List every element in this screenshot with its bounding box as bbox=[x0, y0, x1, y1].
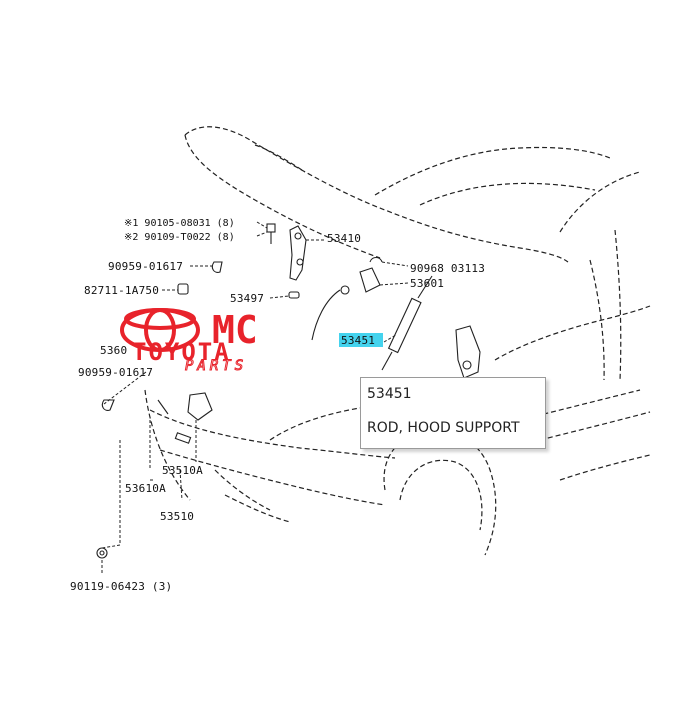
label-hood-support-rod[interactable]: 53451 bbox=[341, 334, 375, 347]
label-bolt-1[interactable]: ※1 90105-08031 (8) bbox=[124, 218, 235, 229]
toyota-watermark: MC TOYOTA PARTS bbox=[120, 308, 258, 375]
label-5360[interactable]: 5360 bbox=[100, 344, 127, 357]
highlight-53451 bbox=[339, 333, 383, 347]
label-53510[interactable]: 53510 bbox=[160, 510, 194, 523]
watermark-mc: MC bbox=[212, 308, 258, 352]
car-body-outline bbox=[144, 126, 651, 556]
label-clip-upper[interactable]: 90959-01617 bbox=[108, 260, 183, 273]
watermark-toyota: TOYOTA bbox=[132, 338, 231, 366]
label-53497[interactable]: 53497 bbox=[230, 292, 264, 305]
part-tooltip: 53451 ROD, HOOD SUPPORT bbox=[360, 377, 546, 449]
label-53601[interactable]: 53601 bbox=[410, 277, 444, 290]
label-53610a[interactable]: 53610A bbox=[125, 482, 166, 495]
label-cushion[interactable]: 82711-1A750 bbox=[84, 284, 159, 297]
label-hinge[interactable]: 53410 bbox=[327, 232, 361, 245]
leader-lines bbox=[101, 221, 409, 575]
tooltip-part-description: ROD, HOOD SUPPORT bbox=[367, 420, 520, 436]
label-bolt-90119[interactable]: 90119-06423 (3) bbox=[70, 580, 172, 593]
watermark-parts: PARTS bbox=[185, 358, 247, 374]
label-90968[interactable]: 90968 03113 bbox=[410, 262, 485, 275]
label-clip-lower[interactable]: 90959-01617 bbox=[78, 366, 153, 379]
label-53510a[interactable]: 53510A bbox=[162, 464, 203, 477]
part-labels: ※1 90105-08031 (8) ※2 90109-T0022 (8) 90… bbox=[70, 218, 485, 593]
hood-hinge-parts bbox=[96, 223, 481, 559]
label-bolt-2[interactable]: ※2 90109-T0022 (8) bbox=[124, 232, 235, 243]
toyota-logo-icon bbox=[120, 308, 200, 352]
tooltip-part-number: 53451 bbox=[367, 386, 412, 402]
